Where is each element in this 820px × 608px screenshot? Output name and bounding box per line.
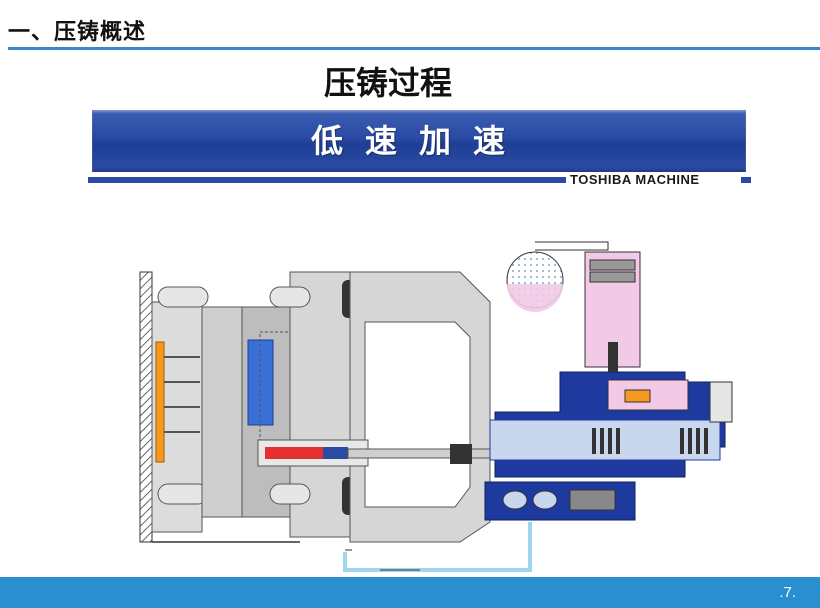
piston-spring bbox=[592, 428, 708, 454]
tie-bar-nut-bottom-left bbox=[157, 483, 209, 505]
valve-block bbox=[607, 379, 689, 411]
moving-die bbox=[201, 306, 243, 518]
hydraulic-line bbox=[343, 522, 532, 572]
brand-bar-tail bbox=[741, 177, 751, 183]
tie-bar-nut-top-left bbox=[157, 286, 209, 308]
die-cavity bbox=[247, 339, 274, 426]
page-number: .7. bbox=[779, 584, 796, 601]
brand-bar bbox=[88, 177, 566, 183]
brand-logo-text: TOSHIBA MACHINE bbox=[570, 172, 700, 187]
plunger-tip bbox=[323, 447, 348, 459]
limit-switch bbox=[709, 381, 733, 423]
die-casting-machine-diagram bbox=[139, 241, 733, 572]
tie-bar-nut-top-right bbox=[269, 286, 311, 308]
title-rule bbox=[8, 47, 820, 50]
molten-metal bbox=[265, 447, 323, 459]
stage-banner: 低速加速 bbox=[92, 110, 746, 172]
section-title: 一、压铸概述 bbox=[8, 20, 147, 45]
tie-bar-nut-bottom-right bbox=[269, 483, 311, 505]
ejector-plate bbox=[155, 341, 165, 463]
stage-banner-text: 低速加速 bbox=[310, 122, 527, 160]
rod-coupling bbox=[450, 444, 472, 464]
machine-frame bbox=[349, 271, 491, 543]
footer-bar bbox=[0, 577, 820, 608]
fixed-wall bbox=[139, 271, 153, 543]
slide-title: 压铸过程 bbox=[323, 64, 452, 102]
cylinder-bore bbox=[489, 419, 721, 461]
